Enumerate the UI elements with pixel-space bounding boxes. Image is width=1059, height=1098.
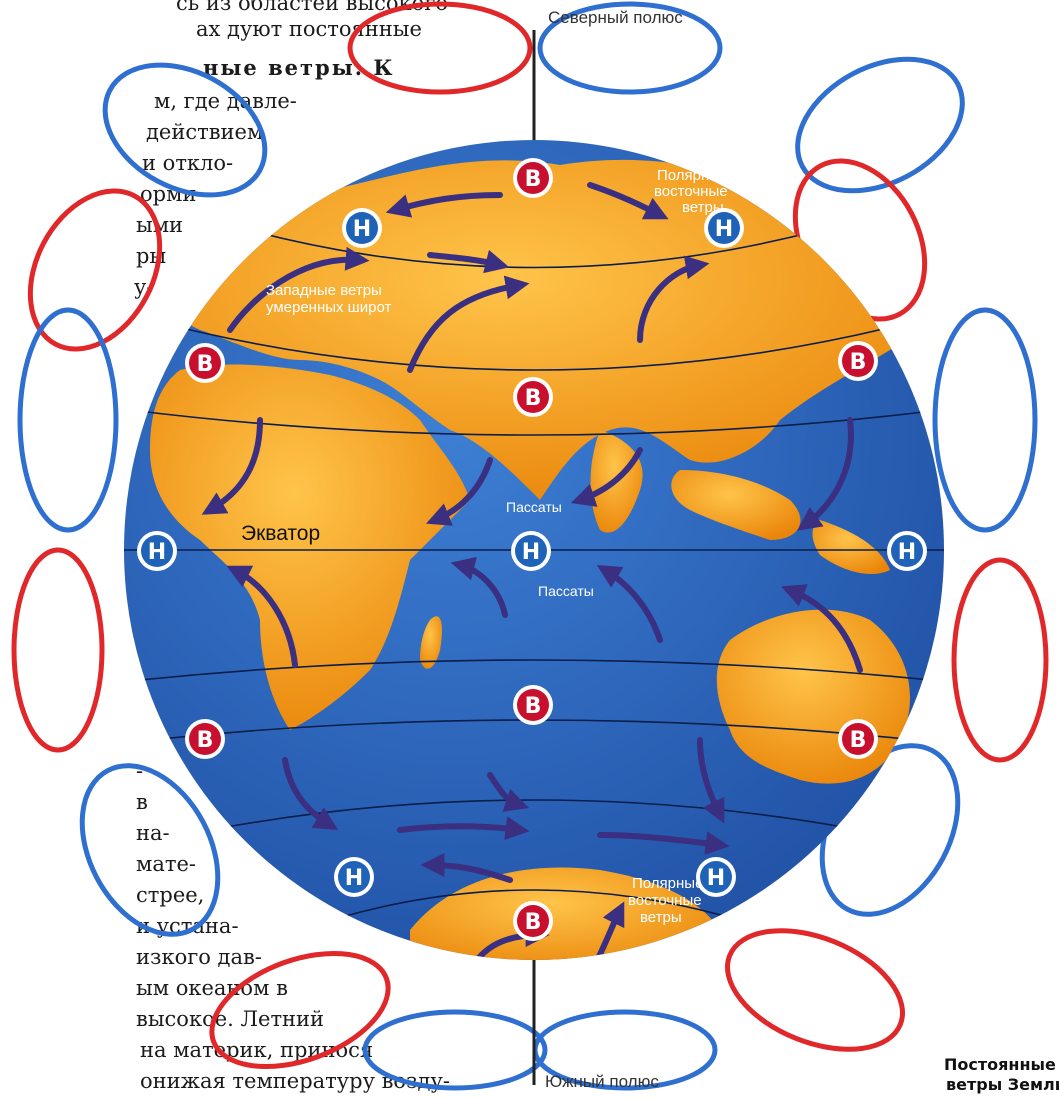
low-pressure-marker: Н bbox=[887, 531, 927, 571]
pressure-letter: Н bbox=[345, 866, 363, 891]
pressure-letter: Н bbox=[353, 217, 371, 242]
convection-cell bbox=[350, 4, 530, 92]
high-pressure-marker: В bbox=[185, 343, 225, 383]
pressure-letter: В bbox=[525, 694, 542, 719]
low-pressure-marker: Н bbox=[704, 208, 744, 248]
trade-winds-south-label: Пассаты bbox=[538, 583, 594, 599]
high-pressure-marker: В bbox=[838, 719, 878, 759]
convection-cell bbox=[14, 550, 102, 750]
low-pressure-marker: Н bbox=[137, 531, 177, 571]
high-pressure-marker: В bbox=[513, 158, 553, 198]
polar-easterlies-south-label: ветры bbox=[640, 909, 682, 926]
pressure-letter: В bbox=[525, 167, 542, 192]
north-pole-label: Северный полюс bbox=[548, 8, 683, 28]
pressure-letter: Н bbox=[522, 540, 540, 565]
westerlies-label: Западные ветры bbox=[266, 282, 382, 299]
pressure-letter: В bbox=[525, 910, 542, 935]
figure-caption: Постоянные bbox=[944, 1055, 1056, 1074]
pressure-letter: В bbox=[525, 386, 542, 411]
figure-caption: ветры Земли bbox=[946, 1075, 1059, 1094]
high-pressure-marker: В bbox=[838, 341, 878, 381]
westerlies-label: умеренных широт bbox=[266, 299, 391, 316]
high-pressure-marker: В bbox=[513, 685, 553, 725]
equator-label: Экватор bbox=[241, 522, 320, 545]
pressure-letter: Н bbox=[707, 866, 725, 891]
convection-cell bbox=[954, 560, 1046, 760]
convection-cell bbox=[935, 310, 1035, 530]
polar-easterlies-north-label: Полярные bbox=[657, 167, 728, 184]
low-pressure-marker: Н bbox=[696, 857, 736, 897]
pressure-letter: Н bbox=[898, 540, 916, 565]
polar-easterlies-south-label: Полярные bbox=[632, 875, 703, 892]
pressure-letter: В bbox=[850, 728, 867, 753]
south-pole-label: Южный полюс bbox=[545, 1072, 659, 1092]
convection-cell bbox=[365, 1012, 545, 1088]
pressure-letter: В bbox=[197, 728, 214, 753]
low-pressure-marker: Н bbox=[511, 531, 551, 571]
low-pressure-marker: Н bbox=[342, 208, 382, 248]
convection-cell bbox=[83, 39, 288, 221]
high-pressure-marker: В bbox=[185, 719, 225, 759]
high-pressure-marker: В bbox=[513, 901, 553, 941]
convection-cell bbox=[20, 310, 116, 530]
pressure-letter: В bbox=[850, 350, 867, 375]
low-pressure-marker: Н bbox=[334, 857, 374, 897]
pressure-letter: Н bbox=[715, 217, 733, 242]
polar-easterlies-south-label: восточные bbox=[628, 892, 702, 909]
convection-cell bbox=[710, 907, 920, 1072]
polar-easterlies-north-label: восточные bbox=[654, 183, 728, 200]
high-pressure-marker: В bbox=[513, 377, 553, 417]
pressure-letter: В bbox=[197, 352, 214, 377]
convection-cell bbox=[775, 32, 985, 217]
trade-winds-north-label: Пассаты bbox=[506, 499, 562, 515]
convection-cell bbox=[4, 169, 185, 372]
pressure-letter: Н bbox=[148, 540, 166, 565]
